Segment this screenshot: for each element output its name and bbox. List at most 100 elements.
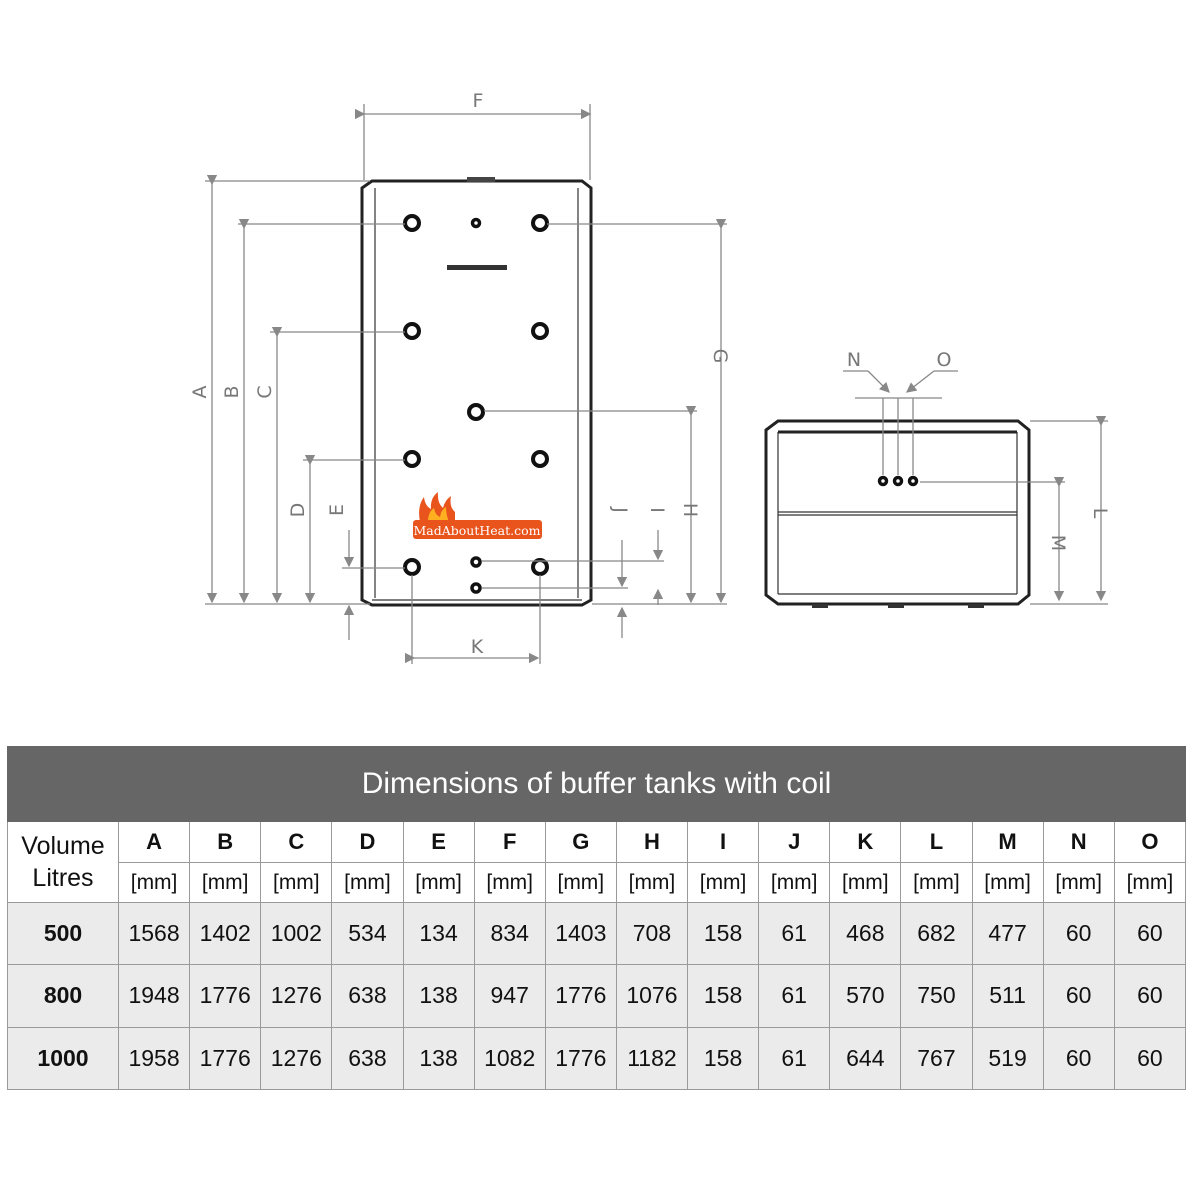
port-top-right (531, 214, 549, 232)
value-cell-a: 1948 (117, 964, 191, 1028)
unit-cell-h: [mm] (615, 862, 689, 903)
column-header-g: G (544, 821, 617, 863)
column-header-e: E (402, 821, 475, 863)
value-cell-j: 61 (758, 901, 831, 966)
unit-cell-o: [mm] (1113, 862, 1187, 903)
front-view-tank (360, 177, 593, 607)
value-cell-b: 1776 (189, 964, 262, 1028)
dim-label-f: F (473, 90, 484, 112)
side-port-3 (907, 475, 919, 487)
port-bottom-right (531, 558, 549, 576)
port-bottom-sensor-2 (470, 582, 482, 594)
dim-label-h: H (679, 503, 701, 517)
front-view-letters: F A B C D E G H I J K (189, 90, 731, 658)
table-unit-row: [mm][mm][mm][mm][mm][mm][mm][mm][mm][mm]… (8, 862, 1187, 903)
dim-label-i: I (646, 507, 668, 513)
side-view-dimensions: N O L M (843, 349, 1111, 605)
dim-label-c: C (254, 385, 276, 398)
column-header-c: C (260, 821, 333, 863)
value-cell-l: 767 (900, 1026, 973, 1091)
unit-cell-m: [mm] (971, 862, 1044, 903)
value-cell-m: 477 (971, 901, 1044, 966)
value-cell-m: 511 (971, 964, 1044, 1028)
port-lower-right (531, 450, 549, 468)
column-header-n: N (1042, 821, 1115, 863)
value-cell-n: 60 (1042, 964, 1115, 1028)
volume-header-line-2: Litres (32, 864, 94, 892)
unit-cell-g: [mm] (544, 862, 617, 903)
value-cell-e: 138 (402, 964, 475, 1028)
dim-label-a: A (189, 386, 211, 399)
volume-header: Volume Litres (7, 821, 119, 903)
column-header-f: F (473, 821, 546, 863)
value-cell-f: 834 (473, 901, 546, 966)
value-cell-l: 682 (900, 901, 973, 966)
port-top-sensor (470, 217, 482, 229)
side-port-2 (892, 475, 904, 487)
port-lower-left (403, 450, 421, 468)
unit-cell-i: [mm] (686, 862, 760, 903)
side-port-1 (877, 475, 889, 487)
column-header-k: K (829, 821, 902, 863)
unit-cell-f: [mm] (473, 862, 546, 903)
value-cell-i: 158 (686, 1026, 760, 1091)
unit-cell-a: [mm] (117, 862, 191, 903)
madaboutheat-logo: MadAboutHeat.com (413, 492, 542, 539)
port-upper-left (403, 322, 421, 340)
value-cell-d: 534 (331, 901, 404, 966)
value-cell-c: 1276 (260, 1026, 333, 1091)
value-cell-h: 1076 (615, 964, 689, 1028)
value-cell-o: 60 (1113, 1026, 1187, 1091)
column-header-h: H (615, 821, 689, 863)
dim-label-l: L (1089, 508, 1111, 519)
value-cell-c: 1276 (260, 964, 333, 1028)
column-header-o: O (1113, 821, 1187, 863)
dim-label-m: M (1047, 535, 1069, 551)
value-cell-n: 60 (1042, 1026, 1115, 1091)
unit-cell-l: [mm] (900, 862, 973, 903)
value-cell-m: 519 (971, 1026, 1044, 1091)
volume-cell: 500 (7, 901, 119, 966)
column-header-b: B (189, 821, 262, 863)
unit-cell-n: [mm] (1042, 862, 1115, 903)
column-header-l: L (900, 821, 973, 863)
unit-cell-k: [mm] (829, 862, 902, 903)
value-cell-h: 708 (615, 901, 689, 966)
dim-label-e: E (326, 504, 348, 516)
column-header-i: I (686, 821, 760, 863)
value-cell-n: 60 (1042, 901, 1115, 966)
column-header-j: J (758, 821, 831, 863)
value-cell-c: 1002 (260, 901, 333, 966)
front-view-dimensions (205, 104, 727, 664)
value-cell-g: 1776 (544, 1026, 617, 1091)
value-cell-h: 1182 (615, 1026, 689, 1091)
port-upper-right (531, 322, 549, 340)
dim-label-o: O (937, 349, 952, 371)
dim-label-j: J (609, 506, 631, 513)
port-bottom-sensor-1 (470, 556, 482, 568)
dimensions-table: Dimensions of buffer tanks with coil Vol… (6, 746, 1187, 1091)
port-top-left (403, 214, 421, 232)
unit-cell-c: [mm] (260, 862, 333, 903)
value-cell-j: 61 (758, 1026, 831, 1091)
column-header-m: M (971, 821, 1044, 863)
value-cell-k: 644 (829, 1026, 902, 1091)
dim-label-n: N (847, 349, 861, 371)
value-cell-a: 1568 (117, 901, 191, 966)
dim-label-k: K (471, 636, 484, 658)
value-cell-e: 138 (402, 1026, 475, 1091)
technical-drawing: F A B C D E G H I J K MadAboutHeat.com (189, 90, 1111, 664)
column-header-a: A (117, 821, 191, 863)
value-cell-j: 61 (758, 964, 831, 1028)
value-cell-g: 1403 (544, 901, 617, 966)
port-bottom-left (403, 558, 421, 576)
unit-cell-b: [mm] (189, 862, 262, 903)
port-middle (467, 403, 485, 421)
unit-cell-d: [mm] (331, 862, 404, 903)
value-cell-e: 134 (402, 901, 475, 966)
value-cell-d: 638 (331, 1026, 404, 1091)
dim-label-g: G (709, 349, 731, 364)
